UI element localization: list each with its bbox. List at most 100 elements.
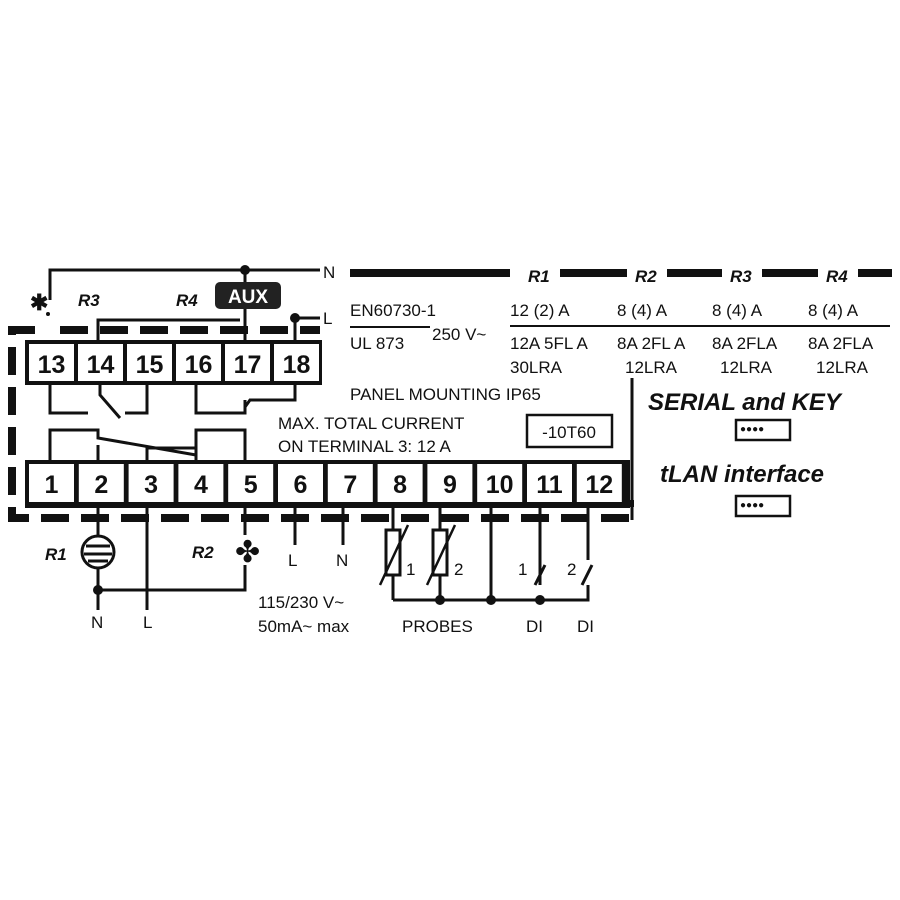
temperature-box	[525, 413, 614, 449]
rating-current: 8 (4) A	[617, 301, 668, 320]
rating-relay-label: R2	[635, 267, 657, 286]
junction	[93, 585, 103, 595]
di-2-switch-icon	[580, 564, 594, 586]
svg-text:●●●●: ●●●●	[740, 424, 764, 435]
terminal	[78, 464, 124, 502]
rating-fla: 12A 5FL A	[510, 334, 588, 353]
enclosure-outline	[8, 326, 634, 522]
rating-relay-label: R4	[826, 267, 848, 286]
probe-2-icon	[425, 508, 457, 600]
rating-current: 8 (4) A	[808, 301, 859, 320]
relay-r4-label: R4	[176, 291, 198, 310]
supply-current: 50mA~ max	[258, 617, 350, 636]
aux-badge	[215, 282, 281, 309]
svg-text:✱: ✱	[30, 290, 48, 315]
terminal	[228, 464, 274, 502]
probe-1-label: 1	[406, 560, 415, 579]
neutral-line	[48, 268, 320, 300]
svg-text:●●●●: ●●●●	[740, 500, 764, 511]
terminal-number: 17	[234, 351, 262, 379]
supply-n-label: N	[336, 551, 348, 570]
di-label-2: DI	[577, 617, 594, 636]
aux-label: AUX	[228, 287, 268, 308]
r1-label: R1	[45, 545, 67, 564]
terminal-number: 14	[87, 351, 115, 379]
fan-icon: ✤	[235, 536, 260, 569]
terminal	[427, 464, 473, 502]
terminal-number: 12	[585, 471, 613, 499]
terminal	[176, 344, 221, 381]
terminal	[274, 344, 319, 381]
terminal-number: 5	[244, 471, 258, 499]
live-label: L	[323, 309, 332, 328]
top-terminals: 13 14 15 16 17 18	[29, 344, 319, 381]
rating-lra: 12LRA	[625, 358, 678, 377]
rating-fla: 8A 2FL A	[617, 334, 686, 353]
rating-lra: 12LRA	[816, 358, 869, 377]
neutral-label: N	[323, 263, 335, 282]
rating-current: 8 (4) A	[712, 301, 763, 320]
probes-label: PROBES	[402, 617, 473, 636]
rating-lra: 30LRA	[510, 358, 563, 377]
terminal	[278, 464, 323, 502]
terminal	[178, 464, 224, 502]
di-label-1: DI	[526, 617, 543, 636]
terminal	[29, 464, 74, 502]
top-terminal-block	[25, 340, 322, 385]
terminal	[78, 344, 123, 381]
compressor-icon	[80, 534, 116, 570]
defrost-icon: ✱	[30, 290, 50, 316]
rating-relay-label: R1	[528, 267, 550, 286]
standard-en: EN60730-1	[350, 301, 436, 320]
terminal	[527, 464, 572, 502]
relay-contacts	[48, 385, 297, 460]
terminal	[377, 464, 423, 502]
supply-voltage: 115/230 V~	[258, 593, 344, 612]
terminal-number: 13	[38, 351, 66, 379]
serial-key-label: SERIAL and KEY	[648, 389, 843, 416]
terminal	[327, 464, 373, 502]
probe-2-label: 2	[454, 560, 463, 579]
terminal-number: 9	[443, 471, 457, 499]
junction	[535, 595, 545, 605]
terminal-number: 15	[136, 351, 164, 379]
common-wire	[393, 585, 590, 602]
terminal	[127, 344, 172, 381]
max-current-note: MAX. TOTAL CURRENT	[278, 414, 464, 433]
terminal	[477, 464, 523, 502]
wire	[96, 318, 240, 340]
terminal-number: 7	[343, 471, 357, 499]
terminal-number: 1	[45, 471, 59, 499]
terminal	[576, 464, 622, 502]
rating-lra: 12LRA	[720, 358, 773, 377]
supply-l-label: L	[288, 551, 297, 570]
probe-1-icon	[378, 508, 410, 600]
terminal-number: 8	[393, 471, 407, 499]
standard-ul: UL 873	[350, 334, 404, 353]
rated-voltage: 250 V~	[432, 325, 486, 344]
junction	[435, 595, 445, 605]
terminal-number: 4	[194, 471, 208, 499]
tlan-label: tLAN interface	[660, 461, 824, 488]
di-2-label: 2	[567, 560, 576, 579]
serial-connector-icon: ●●●●	[734, 418, 792, 442]
rating-relay-label: R3	[730, 267, 752, 286]
max-current-note-2: ON TERMINAL 3: 12 A	[278, 437, 452, 456]
rating-current: 12 (2) A	[510, 301, 570, 320]
rating-fla: 8A 2FLA	[808, 334, 874, 353]
panel-mounting-note: PANEL MOUNTING IP65	[350, 385, 541, 404]
terminal-number: 3	[144, 471, 158, 499]
terminal-number: 2	[94, 471, 108, 499]
di-1-switch-icon	[533, 564, 547, 586]
terminal-number: 18	[283, 351, 311, 379]
terminal-number: 11	[536, 471, 563, 499]
terminal	[128, 464, 174, 502]
live-label-bottom: L	[143, 613, 152, 632]
rating-fla: 8A 2FLA	[712, 334, 778, 353]
temperature-range: -10T60	[542, 423, 596, 442]
r2-label: R2	[192, 543, 214, 562]
junction	[486, 595, 496, 605]
terminal-number: 16	[185, 351, 213, 379]
